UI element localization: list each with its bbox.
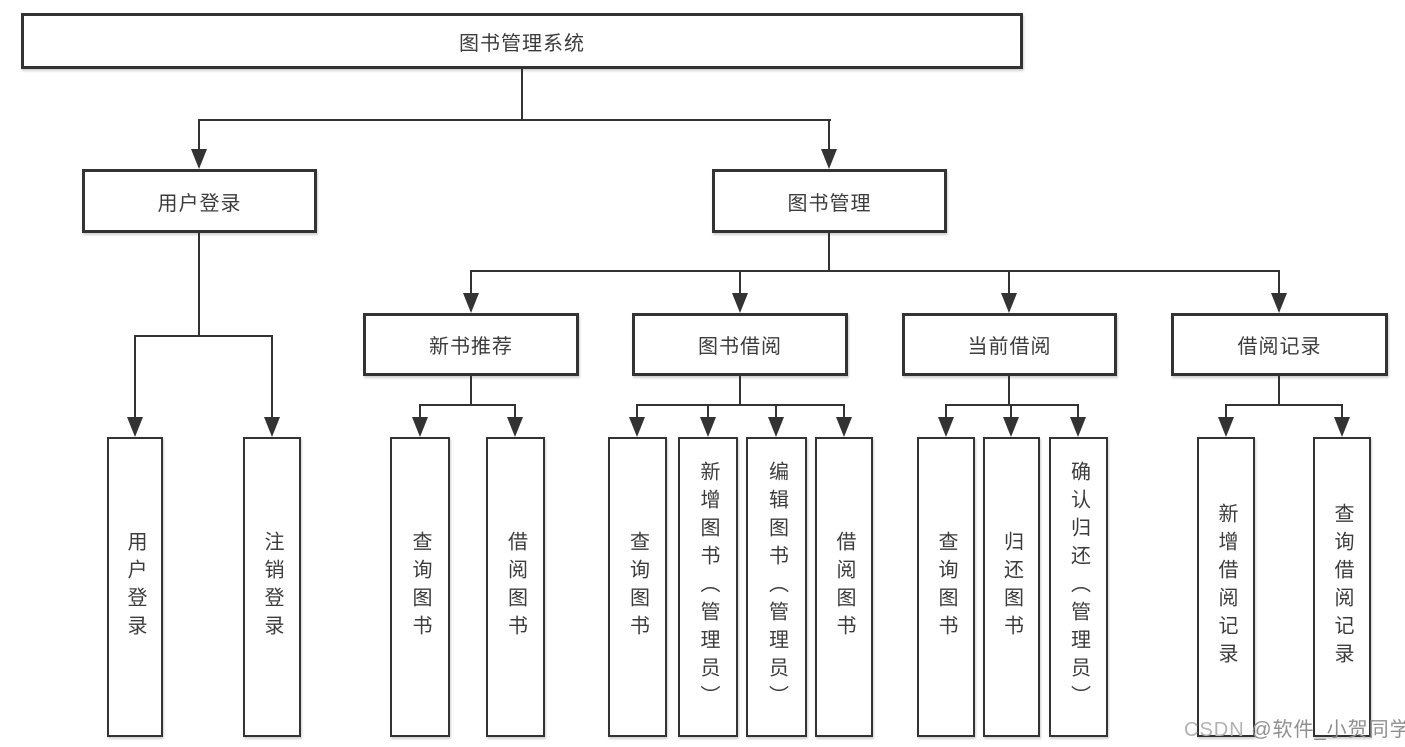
node-borrow-records-label: 借阅记录 [1237, 336, 1322, 358]
arrowhead-icon [732, 293, 748, 313]
connector-line [1225, 404, 1227, 418]
node-book-management-label: 图书管理 [787, 192, 872, 215]
connector-line [945, 404, 947, 418]
connector-line [1225, 404, 1342, 406]
connector-line [636, 404, 844, 406]
node-book-borrow-label: 图书借阅 [698, 336, 782, 358]
node-borrow-records: 借阅记录 [1171, 313, 1388, 376]
connector-line [828, 233, 830, 272]
leaf-user-login-label: 用户登录 [124, 531, 146, 643]
arrowhead-icon [463, 293, 479, 313]
node-new-book-recommend: 新书推荐 [363, 313, 579, 376]
arrowhead-icon [191, 149, 207, 169]
leaf-query-books-borrow-label: 查询图书 [626, 531, 649, 643]
arrowhead-icon [768, 417, 784, 437]
node-current-borrow-label: 当前借阅 [967, 336, 1052, 358]
node-user-login-label: 用户登录 [157, 192, 242, 215]
connector-line [1010, 404, 1012, 418]
leaf-query-borrow-record-label: 查询借阅记录 [1331, 503, 1353, 671]
arrowhead-icon [821, 149, 837, 169]
connector-line [1278, 270, 1280, 295]
leaf-add-borrow-record: 新增借阅记录 [1197, 437, 1255, 737]
leaf-borrow-books-recommend: 借阅图书 [486, 437, 545, 737]
arrowhead-icon [629, 417, 645, 437]
leaf-confirm-return-admin-label: 确认归还（管理员） [1067, 461, 1090, 713]
leaf-user-login: 用户登录 [107, 437, 163, 737]
leaf-borrow-books: 借阅图书 [815, 437, 873, 737]
arrowhead-icon [700, 417, 716, 437]
leaf-return-book-label: 归还图书 [1000, 531, 1023, 643]
leaf-confirm-return-admin: 确认归还（管理员） [1049, 437, 1108, 737]
connector-line [134, 335, 273, 337]
connector-line [521, 69, 523, 120]
connector-line [271, 335, 273, 419]
connector-line [470, 270, 472, 295]
connector-line [198, 233, 200, 337]
arrowhead-icon [507, 417, 523, 437]
node-library-system: 图书管理系统 [21, 13, 1023, 69]
arrowhead-icon [1003, 417, 1019, 437]
connector-line [843, 404, 845, 418]
connector-line [1008, 270, 1010, 295]
connector-line [828, 119, 830, 151]
leaf-query-books-recommend-label: 查询图书 [409, 531, 431, 643]
connector-line [1341, 404, 1343, 418]
leaf-query-books-recommend: 查询图书 [390, 437, 450, 737]
arrowhead-icon [938, 417, 954, 437]
arrowhead-icon [127, 417, 143, 437]
watermark-brand: CSDN [1184, 719, 1252, 741]
connector-line [198, 119, 200, 151]
leaf-query-books-current-label: 查询图书 [935, 531, 957, 643]
arrowhead-icon [412, 417, 428, 437]
arrowhead-icon [836, 417, 852, 437]
leaf-logout: 注销登录 [243, 437, 301, 737]
leaf-edit-book-admin-label: 编辑图书（管理员） [765, 461, 788, 713]
connector-line [470, 270, 1280, 272]
connector-line [470, 376, 472, 406]
node-new-book-recommend-label: 新书推荐 [429, 336, 513, 358]
leaf-borrow-books-recommend-label: 借阅图书 [504, 531, 527, 643]
connector-line [1278, 376, 1280, 406]
leaf-query-borrow-record: 查询借阅记录 [1313, 437, 1371, 737]
leaf-edit-book-admin: 编辑图书（管理员） [746, 437, 807, 737]
connector-line [707, 404, 709, 418]
watermark: CSDN @软件_小贺同学 [1184, 713, 1405, 742]
connector-line [739, 376, 741, 406]
node-library-system-label: 图书管理系统 [459, 32, 585, 55]
connector-line [636, 404, 638, 418]
leaf-query-books-borrow: 查询图书 [608, 437, 667, 737]
node-current-borrow: 当前借阅 [902, 313, 1117, 376]
arrowhead-icon [1271, 293, 1287, 313]
node-book-management: 图书管理 [712, 169, 947, 233]
arrowhead-icon [264, 417, 280, 437]
arrowhead-icon [1001, 293, 1017, 313]
connector-line [1077, 404, 1079, 418]
connector-line [514, 404, 516, 418]
arrowhead-icon [1070, 417, 1086, 437]
arrowhead-icon [1334, 417, 1350, 437]
leaf-query-books-current: 查询图书 [917, 437, 975, 737]
node-book-borrow: 图书借阅 [632, 313, 848, 376]
connector-line [198, 119, 831, 121]
arrowhead-icon [1218, 417, 1234, 437]
connector-line [419, 404, 421, 418]
leaf-return-book: 归还图书 [983, 437, 1040, 737]
node-user-login: 用户登录 [82, 169, 317, 233]
leaf-logout-label: 注销登录 [261, 531, 283, 643]
connector-line [1008, 376, 1010, 406]
leaf-add-borrow-record-label: 新增借阅记录 [1215, 503, 1237, 671]
connector-line [419, 404, 516, 406]
watermark-handle: @软件_小贺同学 [1251, 719, 1405, 741]
connector-line [775, 404, 777, 418]
leaf-borrow-books-label: 借阅图书 [833, 531, 855, 643]
connector-line [739, 270, 741, 295]
leaf-add-book-admin-label: 新增图书（管理员） [697, 461, 719, 713]
connector-line [134, 335, 136, 419]
leaf-add-book-admin: 新增图书（管理员） [678, 437, 738, 737]
